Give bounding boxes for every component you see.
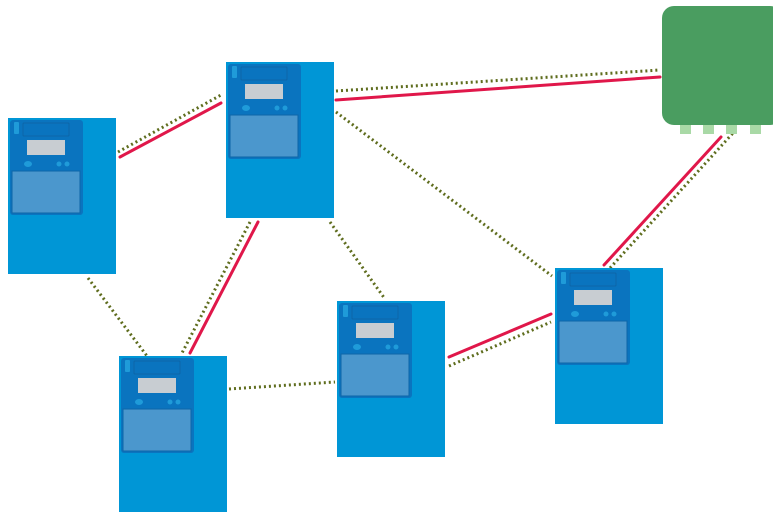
meter-display [574,290,612,305]
meter-panel [11,170,81,214]
gateway-node [662,6,773,136]
link-backup-meter-1-meter-2 [117,93,222,154]
meter-header [569,272,617,287]
link-primary-meter-5-gateway [602,135,723,267]
meter-header [133,360,181,375]
link-backup-meter-5-gateway [608,131,735,270]
smart-meter-icon [555,268,663,424]
meter-panel [558,320,628,364]
meter-led-left [353,344,361,350]
meter-display [245,84,283,99]
smart-meter-icon [119,356,227,512]
meter-led-right-1 [56,161,62,167]
gateway-body [662,6,773,125]
meter-led-right-2 [282,105,288,111]
meter-tab [125,360,130,372]
meter-led-right-2 [393,344,399,350]
meter-led-right-1 [385,344,391,350]
link-backup-meter-4-meter-5 [448,320,552,368]
meter-led-left [135,399,143,405]
smart-meter-icon [8,118,116,274]
meter-node-1 [8,118,116,274]
link-backup-meter-2-meter-4 [328,221,387,300]
link-backup-meter-1-meter-3 [86,277,149,357]
meter-led-right-2 [175,399,181,405]
smart-meter-icon [226,62,334,218]
meter-tab [343,305,348,317]
meter-led-left [571,311,579,317]
meter-node-5 [555,268,663,424]
meter-panel [122,408,192,452]
meter-node-2 [226,62,334,218]
meter-tab [561,272,566,284]
link-backup-meter-2-gateway [335,68,661,93]
smart-meter-icon [337,301,445,457]
link-primary-meter-2-gateway [334,75,662,102]
meter-tab [232,66,237,78]
meter-display [27,140,65,155]
meter-header [240,66,288,81]
link-backup-meter-3-meter-4 [228,380,336,391]
meter-display [356,323,394,338]
link-primary-meter-1-meter-2 [118,101,223,159]
link-primary-meter-2-meter-3 [188,220,260,355]
meter-panel [340,353,410,397]
meter-led-left [24,161,32,167]
meter-led-right-2 [611,311,617,317]
meter-led-right-1 [274,105,280,111]
meter-tab [14,122,19,134]
link-backup-meter-2-meter-3 [180,221,252,354]
meter-led-left [242,105,250,111]
meter-node-4 [337,301,445,457]
meter-display [138,378,176,393]
meter-node-3 [119,356,227,512]
meter-led-right-1 [167,399,173,405]
link-primary-meter-4-meter-5 [447,312,553,359]
network-gateway-icon [662,6,773,134]
meter-led-right-2 [64,161,70,167]
meter-header [22,122,70,137]
link-backup-meter-2-meter-5 [335,110,553,278]
meter-header [351,305,399,320]
meter-panel [229,114,299,158]
meter-led-right-1 [603,311,609,317]
